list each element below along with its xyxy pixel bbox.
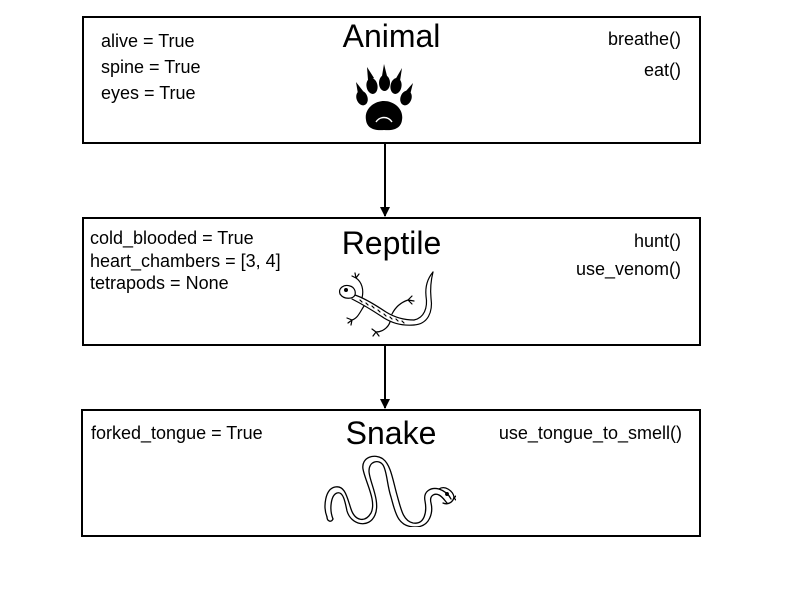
- method: hunt(): [633, 231, 681, 251]
- class-attributes: alive = True spine = True eyes = True: [101, 28, 201, 106]
- class-box-animal: Animal alive = True spine = True eyes = …: [82, 16, 701, 144]
- snake-icon: [324, 455, 456, 527]
- attribute: heart_chambers = [3, 4]: [90, 250, 281, 271]
- class-attributes: forked_tongue = True: [91, 422, 263, 444]
- paw-print-icon: [356, 64, 413, 131]
- attribute: alive = True: [101, 31, 195, 51]
- class-title: Snake: [345, 415, 437, 451]
- lizard-icon: [339, 271, 434, 337]
- class-methods: use_tongue_to_smell(): [499, 422, 682, 444]
- method: use_tongue_to_smell(): [498, 423, 682, 443]
- arrow-animal-to-reptile: [380, 144, 390, 217]
- class-attributes: cold_blooded = True heart_chambers = [3,…: [90, 227, 281, 295]
- attribute: tetrapods = None: [90, 273, 229, 293]
- attribute: forked_tongue = True: [91, 423, 263, 443]
- class-title: Animal: [342, 18, 441, 54]
- attribute: cold_blooded = True: [90, 228, 254, 248]
- attribute: spine = True: [101, 57, 201, 77]
- arrow-reptile-to-snake: [380, 346, 390, 409]
- class-box-snake: Snake forked_tongue = True use_tongue_to…: [81, 409, 701, 537]
- method: use_venom(): [575, 259, 681, 279]
- method: eat(): [643, 60, 681, 80]
- attribute: eyes = True: [101, 83, 196, 103]
- method: breathe(): [607, 29, 681, 49]
- class-box-reptile: Reptile cold_blooded = True heart_chambe…: [82, 217, 701, 346]
- class-methods: breathe() eat(): [608, 24, 681, 86]
- class-methods: hunt() use_venom(): [576, 227, 681, 283]
- class-title: Reptile: [341, 225, 442, 261]
